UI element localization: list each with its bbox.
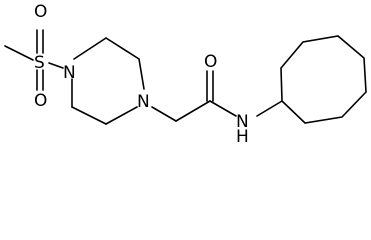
bond-ring-3 [138,58,145,90]
bond-n-ch2 [151,106,177,122]
bond-ring-2 [105,37,140,60]
bond-ring-5 [71,106,107,125]
atom-o-carbonyl: O [204,52,217,72]
bond-ring-4 [105,106,138,125]
atom-s: S [34,53,45,73]
atom-o-bottom: O [34,91,47,111]
atom-n-ring: N [137,92,150,112]
bond-ring-1 [73,37,107,60]
structural-formula: S O O N N O N H [4,2,367,143]
cycloheptane-ring [280,35,367,124]
atom-h: H [236,127,249,143]
bond-c-nh [209,100,237,117]
bond-ch2-co [175,100,211,122]
bond-nh-ring [256,100,283,117]
bond-methyl-s [4,45,34,61]
atom-o-top: O [34,2,47,22]
bond-s-n [48,62,64,69]
atom-nh: N [236,112,249,132]
atom-n-sulfonyl: N [63,63,76,83]
